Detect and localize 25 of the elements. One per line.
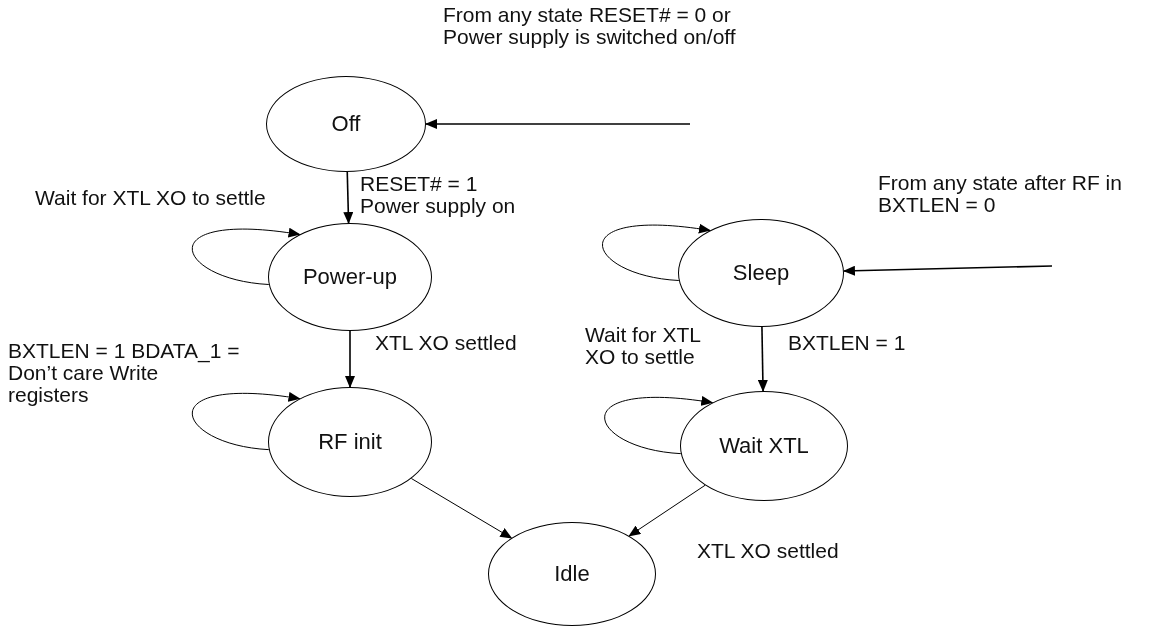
state-name: Idle	[554, 561, 590, 587]
edge-label: From any state after RF in BXTLEN = 0	[878, 172, 1123, 216]
transition-arrow	[425, 119, 691, 129]
edge-label: Wait for XTL XO to settle	[585, 324, 702, 368]
state-name: Sleep	[732, 260, 790, 286]
self-loop-arrow	[604, 396, 714, 455]
self-loop-arrow	[191, 228, 301, 285]
self-loop-arrow	[191, 392, 301, 451]
transition-arrow	[343, 171, 354, 224]
edge-label: XTL XO settled	[697, 540, 840, 562]
state-name: Power-up	[302, 264, 398, 290]
edge-label: BXTLEN = 1	[788, 332, 907, 354]
transition-arrow	[345, 330, 355, 388]
transition-arrow	[628, 484, 706, 537]
edge-label: Wait for XTL XO to settle	[35, 187, 267, 209]
state-name: Wait XTL	[719, 433, 809, 459]
edge-label: RESET# = 1 Power supply on	[360, 173, 517, 217]
transition-arrow	[410, 478, 513, 539]
state-name: Off	[331, 111, 361, 137]
self-loop-arrow	[602, 224, 711, 281]
transition-arrow	[842, 265, 1053, 276]
transition-arrow	[757, 326, 768, 392]
state-name: RF init	[318, 429, 382, 455]
edge-label: BXTLEN = 1 BDATA_1 = Don’t care Write registers	[8, 340, 241, 406]
edge-label: From any state RESET# = 0 or Power supply is switched on/off	[443, 4, 737, 48]
